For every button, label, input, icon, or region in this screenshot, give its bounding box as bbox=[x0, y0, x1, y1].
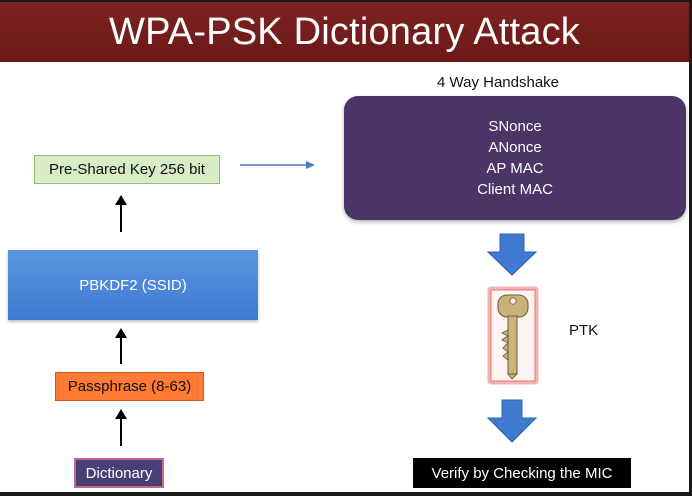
verify-box: Verify by Checking the MIC bbox=[413, 458, 631, 488]
frame-right bbox=[689, 0, 692, 496]
handshake-item-client-mac: Client MAC bbox=[477, 181, 553, 198]
right-arrow-icon bbox=[240, 161, 315, 169]
frame-bottom bbox=[0, 492, 692, 496]
psk-box: Pre-Shared Key 256 bit bbox=[34, 155, 220, 184]
handshake-box: SNonce ANonce AP MAC Client MAC bbox=[344, 96, 686, 220]
dictionary-box: Dictionary bbox=[74, 458, 164, 488]
handshake-item-anonce: ANonce bbox=[488, 139, 542, 156]
frame-top bbox=[0, 0, 692, 2]
key-icon bbox=[487, 286, 539, 385]
up-arrow-icon bbox=[115, 195, 127, 232]
passphrase-box: Passphrase (8-63) bbox=[55, 372, 204, 401]
down-arrow-icon bbox=[486, 233, 538, 276]
down-arrow-icon bbox=[486, 399, 538, 443]
page-title: WPA-PSK Dictionary Attack bbox=[109, 10, 580, 53]
handshake-item-snonce: SNonce bbox=[488, 118, 542, 135]
handshake-label: 4 Way Handshake bbox=[437, 74, 560, 91]
ptk-label: PTK bbox=[569, 322, 599, 339]
pbkdf-box: PBKDF2 (SSID) bbox=[8, 250, 258, 320]
up-arrow-icon bbox=[115, 328, 127, 364]
up-arrow-icon bbox=[115, 409, 127, 446]
handshake-item-ap-mac: AP MAC bbox=[486, 160, 544, 177]
title-bar: WPA-PSK Dictionary Attack bbox=[0, 2, 689, 62]
